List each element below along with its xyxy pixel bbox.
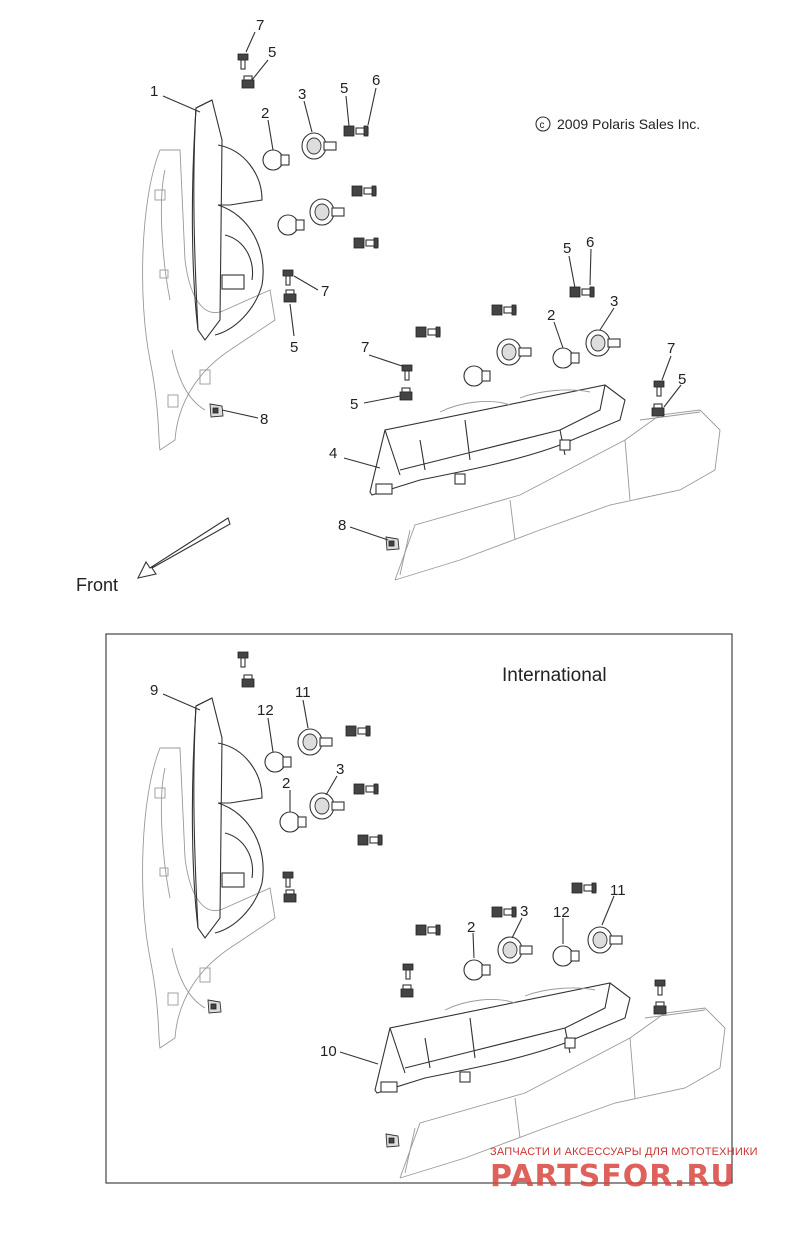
callout-5: 5 — [340, 80, 348, 97]
screw-part — [653, 380, 665, 397]
callout-2: 2 — [282, 775, 290, 792]
callout-5: 5 — [268, 44, 276, 61]
socket-part — [309, 198, 345, 226]
headlamp-assembly-side-intl — [142, 697, 276, 1049]
callout-leaders-top — [162, 31, 682, 541]
callout-2: 2 — [547, 307, 555, 324]
callout-12: 12 — [257, 702, 274, 719]
screw-clip-part — [571, 882, 597, 894]
screw-clip-part — [415, 326, 441, 338]
screw-part — [401, 364, 413, 381]
bulb-part — [463, 959, 491, 981]
callout-1: 1 — [150, 83, 158, 100]
callouts-top: 7 5 1 2 3 5 6 7 5 8 5 6 3 2 7 5 7 5 4 8 — [150, 17, 686, 534]
callout-7: 7 — [321, 283, 329, 300]
nut-part — [207, 999, 222, 1014]
bulb-part — [552, 945, 580, 967]
callout-5: 5 — [350, 396, 358, 413]
socket-part — [585, 329, 621, 357]
callout-3: 3 — [298, 86, 306, 103]
callout-10: 10 — [320, 1043, 337, 1060]
callout-6: 6 — [586, 234, 594, 251]
bulb-part — [264, 751, 292, 773]
clip-part — [653, 1001, 667, 1015]
callout-3: 3 — [610, 293, 618, 310]
screw-part — [402, 963, 414, 980]
socket-part — [496, 338, 532, 366]
screw-clip-part — [343, 125, 369, 137]
callout-8: 8 — [260, 411, 268, 428]
screw-part — [237, 651, 249, 668]
callout-4: 4 — [329, 445, 337, 462]
headlamp-assembly-side — [142, 99, 276, 451]
callout-8: 8 — [338, 517, 346, 534]
international-box — [105, 633, 733, 1184]
callout-5: 5 — [290, 339, 298, 356]
callout-2: 2 — [261, 105, 269, 122]
screw-clip-part — [353, 237, 379, 249]
screw-clip-part — [357, 834, 383, 846]
copyright-notice: c 2009 Polaris Sales Inc. — [535, 116, 700, 132]
callout-11: 11 — [610, 882, 626, 899]
watermark-tagline: ЗАПЧАСТИ И АКСЕССУАРЫ ДЛЯ МОТОТЕХНИКИ — [490, 1146, 758, 1158]
copyright-text: 2009 Polaris Sales Inc. — [557, 116, 700, 132]
front-label: Front — [76, 575, 118, 595]
screw-clip-part — [569, 286, 595, 298]
screw-clip-part — [353, 783, 379, 795]
callout-leaders-intl — [162, 693, 615, 1065]
clip-part — [400, 984, 414, 998]
callout-5: 5 — [678, 371, 686, 388]
bulb-part — [552, 347, 580, 369]
clip-part — [399, 387, 413, 401]
nut-part — [385, 536, 400, 551]
socket-part — [587, 926, 623, 954]
copyright-symbol: c — [540, 120, 545, 131]
international-label: International — [502, 665, 607, 686]
callout-5: 5 — [563, 240, 571, 257]
screw-part — [654, 979, 666, 996]
clip-part — [651, 403, 665, 417]
callout-11: 11 — [295, 684, 311, 701]
callout-9: 9 — [150, 682, 158, 699]
screw-part — [282, 269, 294, 286]
socket-part — [309, 792, 345, 820]
bulb-part — [463, 365, 491, 387]
bulb-part — [279, 811, 307, 833]
socket-part — [497, 936, 533, 964]
clip-part — [283, 889, 297, 903]
socket-part — [297, 728, 333, 756]
clip-part — [283, 289, 297, 303]
bulb-part — [277, 214, 305, 236]
screw-part — [282, 871, 294, 888]
callout-2: 2 — [467, 919, 475, 936]
nut-part — [209, 403, 224, 418]
callouts-intl: 9 12 11 2 3 2 3 12 11 10 — [150, 682, 626, 1060]
screw-part — [237, 53, 249, 70]
callout-7: 7 — [256, 17, 264, 34]
screw-clip-part — [491, 906, 517, 918]
socket-part — [301, 132, 337, 160]
nut-part — [385, 1133, 400, 1148]
callout-3: 3 — [520, 903, 528, 920]
bulb-part — [262, 149, 290, 171]
callout-3: 3 — [336, 761, 344, 778]
callout-6: 6 — [372, 72, 380, 89]
clip-part — [241, 75, 255, 89]
headlamp-assembly-front — [369, 384, 721, 581]
front-arrow-icon — [136, 517, 231, 579]
clip-part — [241, 674, 255, 688]
callout-7: 7 — [667, 340, 675, 357]
callout-12: 12 — [553, 904, 570, 921]
watermark-brand: PARTSFOR.RU — [490, 1159, 736, 1194]
screw-clip-part — [351, 185, 377, 197]
screw-clip-part — [345, 725, 371, 737]
watermark: ЗАПЧАСТИ И АКСЕССУАРЫ ДЛЯ МОТОТЕХНИКИ PA… — [490, 1146, 758, 1194]
screw-clip-part — [415, 924, 441, 936]
screw-clip-part — [491, 304, 517, 316]
callout-7: 7 — [361, 339, 369, 356]
